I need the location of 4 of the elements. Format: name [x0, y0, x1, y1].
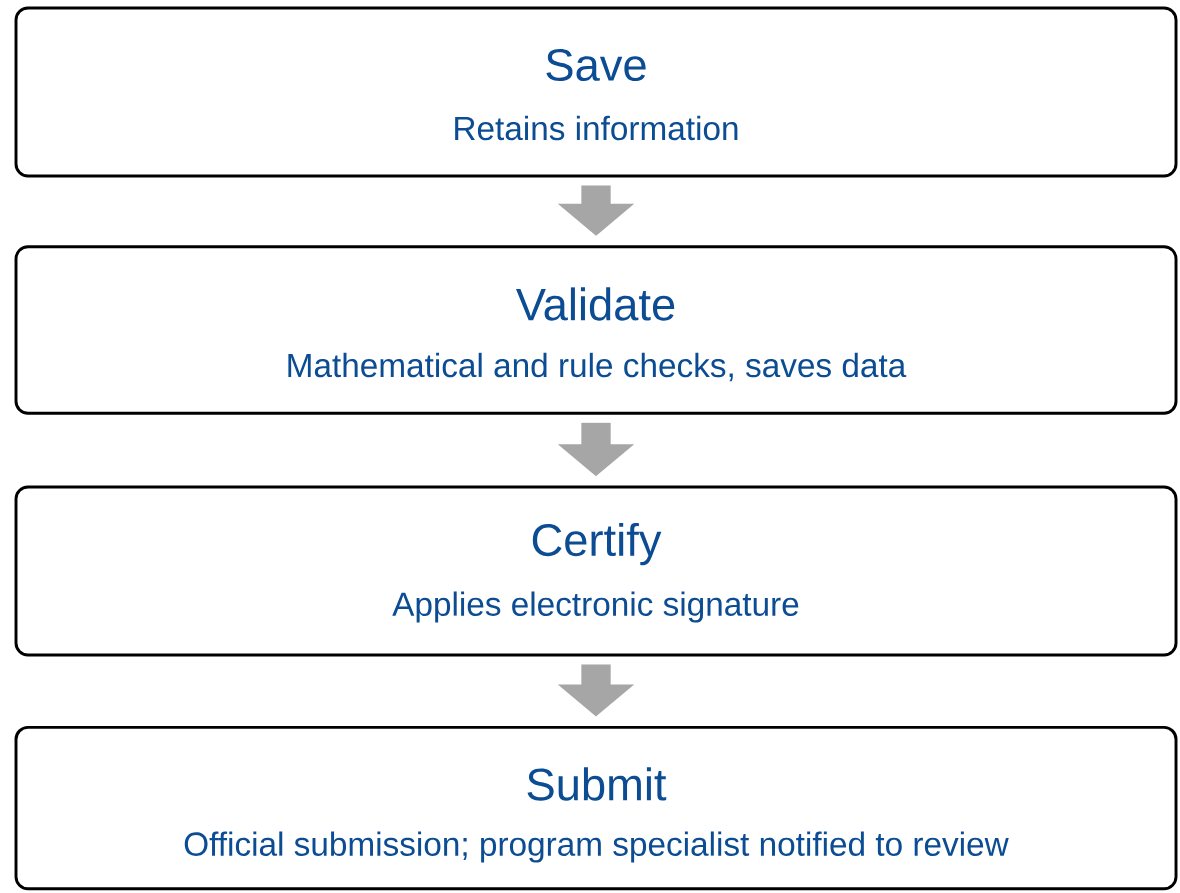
- process-box: Certify Applies electronic signature: [14, 485, 1178, 657]
- process-box: Save Retains information: [14, 6, 1178, 178]
- process-box: Validate Mathematical and rule checks, saves data: [14, 245, 1178, 415]
- process-box: Submit Official submission; program specialist notified to review: [14, 725, 1178, 891]
